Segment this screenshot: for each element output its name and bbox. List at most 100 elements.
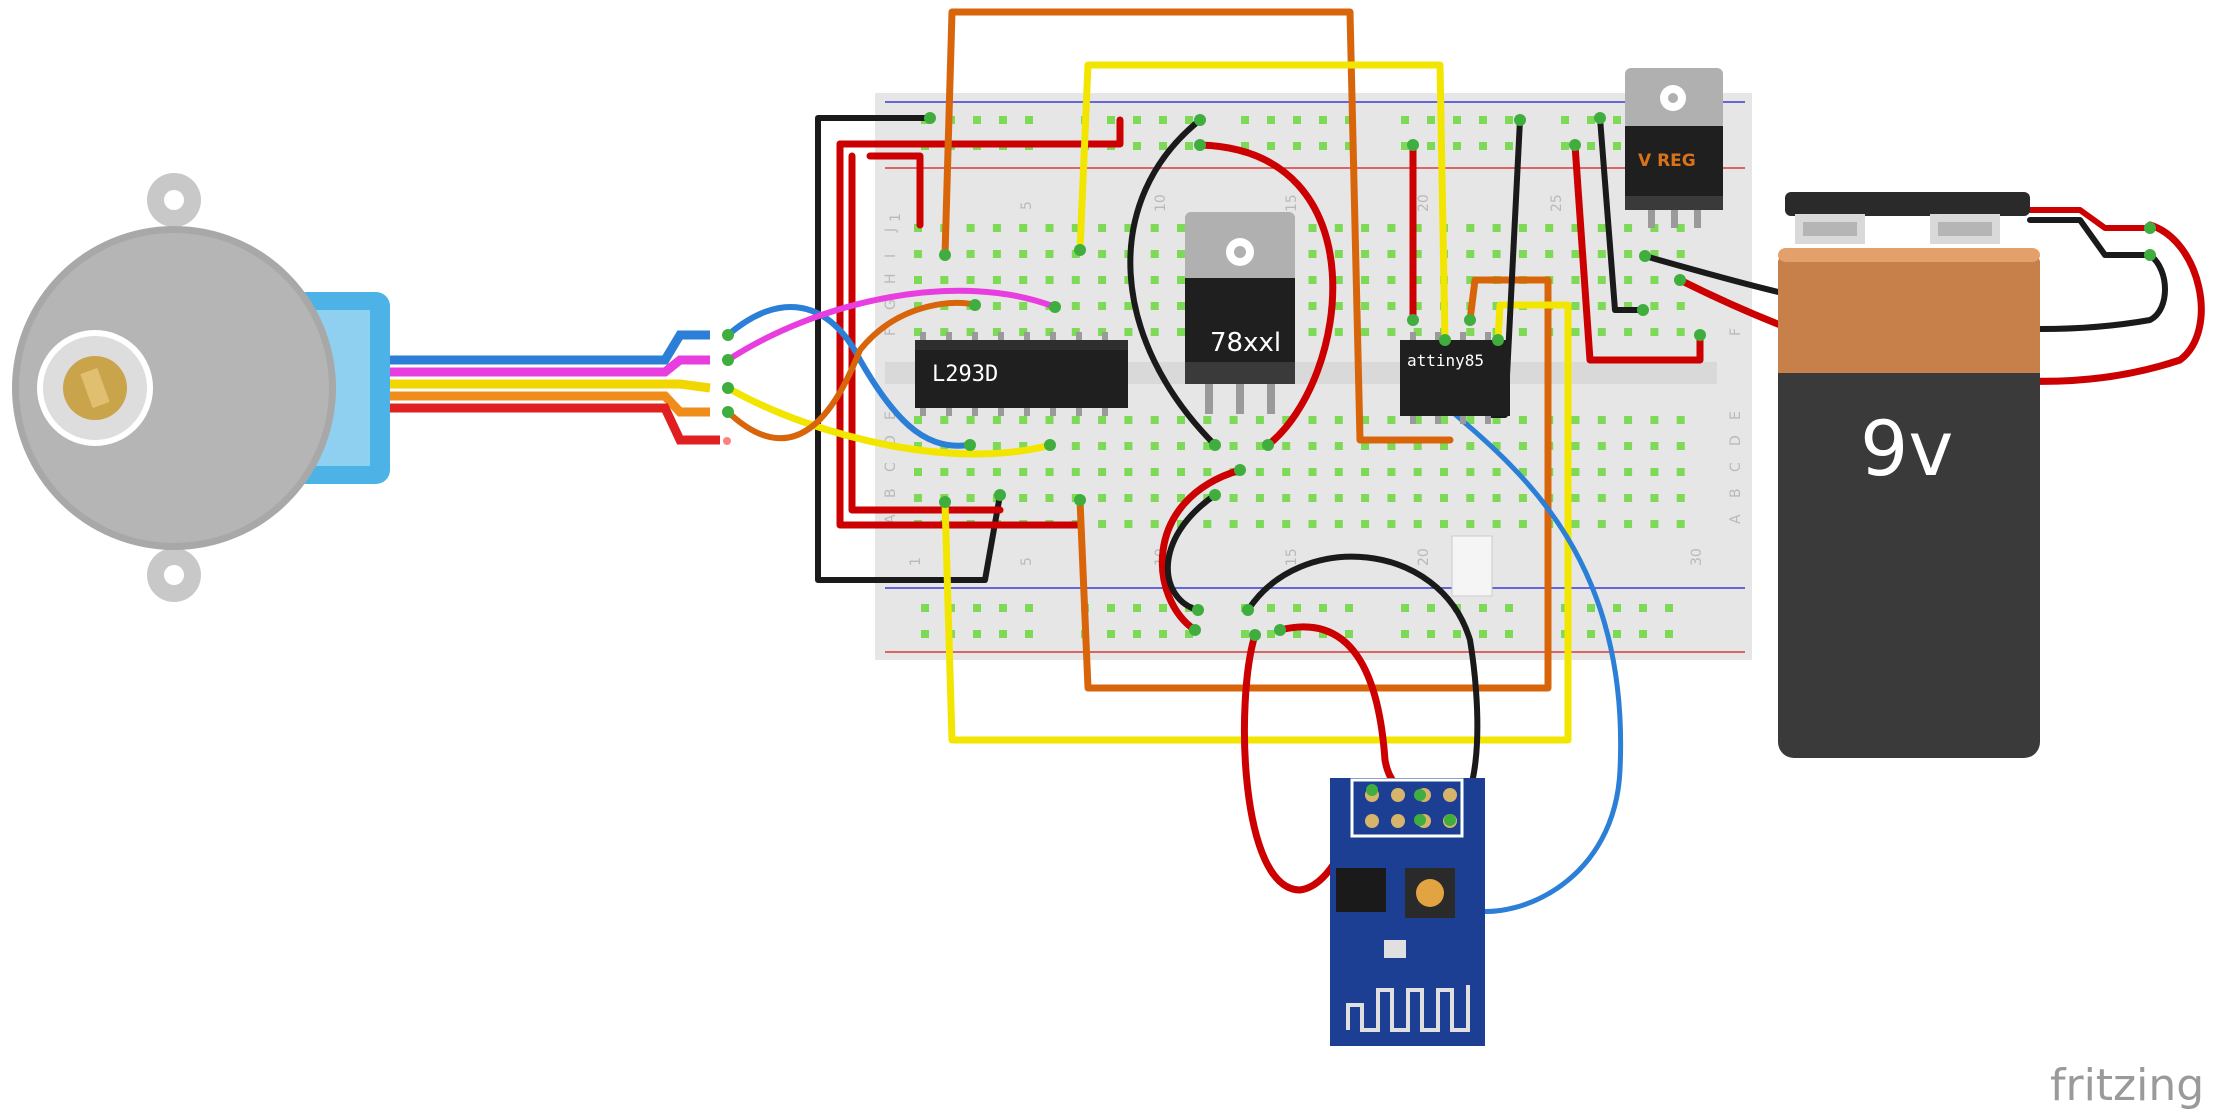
breadboard-hole [1440, 442, 1448, 450]
breadboard-hole [1098, 468, 1107, 476]
breadboard-hole [1124, 224, 1133, 232]
breadboard-hole [1413, 302, 1422, 310]
breadboard-hole [1624, 416, 1633, 424]
breadboard-hole [1613, 142, 1621, 150]
wire-red [1571, 141, 1704, 364]
wire-yellow [1076, 61, 1449, 344]
breadboard-hole [1518, 442, 1527, 450]
wire-end-connector [1407, 139, 1419, 151]
column-number: 5 [1019, 201, 1035, 210]
wire-end-connector [1209, 489, 1221, 501]
breadboard-hole [1025, 604, 1033, 612]
breadboard-hole [1650, 416, 1659, 424]
breadboard-hole [966, 276, 975, 284]
breadboard-hole [973, 116, 981, 124]
breadboard-hole [1308, 520, 1317, 528]
breadboard-hole [1401, 630, 1409, 638]
breadboard-hole [1650, 328, 1659, 336]
row-letter: E [883, 411, 899, 420]
breadboard-hole [1361, 468, 1370, 476]
breadboard-hole [1427, 142, 1435, 150]
row-letter: G [883, 299, 899, 310]
breadboard-hole [1676, 442, 1685, 450]
breadboard-hole [1345, 630, 1353, 638]
wire-end-connector [1439, 334, 1451, 346]
breadboard-hole [1124, 416, 1133, 424]
wire-end-connector [1262, 439, 1274, 451]
breadboard-hole [1159, 604, 1167, 612]
regulator-label: 78xxl [1210, 328, 1281, 358]
breadboard-hole [999, 604, 1007, 612]
breadboard-hole [1045, 224, 1054, 232]
breadboard-hole [1639, 604, 1647, 612]
breadboard-hole [1071, 468, 1080, 476]
breadboard-hole [1518, 520, 1527, 528]
breadboard-hole [1107, 630, 1115, 638]
breadboard-hole [1624, 276, 1633, 284]
row-letter: B [1728, 488, 1744, 498]
breadboard-hole [1361, 302, 1370, 310]
wire-black [1597, 115, 1646, 313]
wire-endpoints [722, 112, 2156, 826]
breadboard-hole [1241, 116, 1249, 124]
breadboard-hole [1479, 604, 1487, 612]
breadboard-hole [940, 416, 949, 424]
breadboard-hole [1334, 276, 1343, 284]
wire-end-connector [1192, 604, 1204, 616]
wire-red [836, 140, 1084, 529]
breadboard-hole [1571, 520, 1580, 528]
breadboard-hole [921, 604, 929, 612]
vreg-label: V REG [1638, 151, 1696, 171]
breadboard-hole [1387, 328, 1396, 336]
breadboard-hole [1571, 276, 1580, 284]
breadboard-hole [1361, 224, 1370, 232]
breadboard-hole [1361, 442, 1370, 450]
wire-end-connector [722, 329, 734, 341]
breadboard-hole [1159, 116, 1167, 124]
wire-end-connector [1274, 624, 1286, 636]
breadboard-hole [1518, 468, 1527, 476]
breadboard-hole [1255, 442, 1264, 450]
breadboard-hole [966, 250, 975, 258]
breadboard-hole [1345, 116, 1353, 124]
battery-label: 9v [1860, 404, 1953, 493]
breadboard-hole [1387, 520, 1396, 528]
column-number: 20 [1416, 548, 1432, 566]
breadboard-hole [1571, 250, 1580, 258]
breadboard-hole [1282, 442, 1291, 450]
wire-red [1196, 141, 1337, 449]
breadboard-hole [1676, 520, 1685, 528]
breadboard-hole [1293, 142, 1301, 150]
wire-end-connector [2144, 222, 2156, 234]
breadboard-hole [1518, 224, 1527, 232]
breadboard-hole [1387, 302, 1396, 310]
breadboard-hole [1177, 416, 1185, 424]
wire-end-connector [1044, 439, 1056, 451]
breadboard-hole [966, 468, 975, 476]
breadboard-hole [1045, 416, 1054, 424]
breadboard-hole [1045, 494, 1054, 502]
breadboard-hole [1650, 520, 1659, 528]
breadboard-hole [1492, 250, 1501, 258]
wire-red [2027, 207, 2153, 231]
breadboard-hole [1282, 494, 1291, 502]
breadboard-hole [1624, 442, 1633, 450]
breadboard-hole [1361, 416, 1370, 424]
breadboard-hole [1413, 224, 1422, 232]
wire-end-connector [722, 354, 734, 366]
breadboard-hole [1492, 442, 1501, 450]
breadboard-hole [1098, 494, 1107, 502]
breadboard-hole [1334, 328, 1343, 336]
breadboard-hole [1334, 442, 1343, 450]
breadboard-hole [1019, 224, 1028, 232]
breadboard-hole [1025, 116, 1033, 124]
breadboard-hole [1518, 416, 1527, 424]
breadboard-hole [1665, 604, 1673, 612]
breadboard-hole [1413, 468, 1422, 476]
wire-end-connector [1189, 624, 1201, 636]
breadboard-hole [1308, 442, 1317, 450]
breadboard-hole [1133, 630, 1141, 638]
breadboard-hole [1518, 328, 1527, 336]
breadboard-hole [1241, 630, 1249, 638]
breadboard-hole [1413, 328, 1422, 336]
